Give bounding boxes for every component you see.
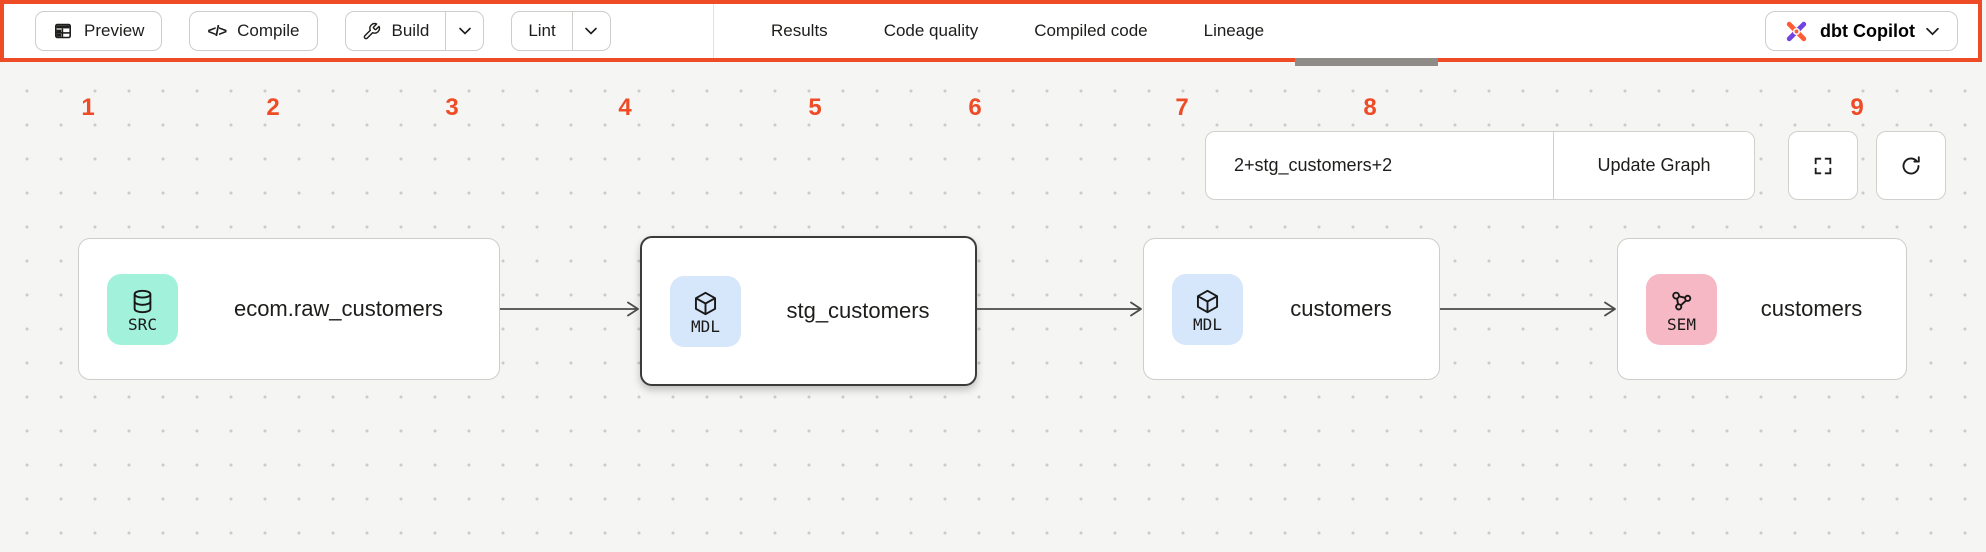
lint-dropdown-toggle[interactable] [571, 12, 610, 50]
compile-button[interactable]: </> Compile [189, 11, 318, 51]
wrench-icon [362, 22, 381, 41]
dbt-copilot-label: dbt Copilot [1820, 20, 1915, 41]
lint-button-label: Lint [528, 21, 556, 40]
ide-toolbar-annotation-box: Preview </> Compile Build [0, 0, 1982, 62]
edge-arrow-2 [977, 301, 1142, 317]
badge-label: SEM [1667, 314, 1696, 334]
chevron-down-icon [1926, 27, 1939, 36]
callout-3: 3 [445, 94, 459, 121]
build-button[interactable]: Build [346, 12, 446, 50]
badge-label: SRC [128, 314, 157, 334]
dbt-copilot-button[interactable]: dbt Copilot [1765, 11, 1958, 51]
tab-results[interactable]: Results [771, 21, 828, 40]
preview-button[interactable]: Preview [35, 11, 163, 51]
lineage-node-stg-customers-selected[interactable]: MDL stg_customers [640, 236, 977, 386]
callout-7: 7 [1175, 94, 1189, 121]
cube-icon [1194, 288, 1221, 315]
lint-split-button: Lint [511, 11, 611, 51]
badge-label: MDL [1193, 314, 1222, 334]
model-badge: MDL [670, 275, 741, 347]
chevron-down-icon [459, 27, 471, 35]
tab-lineage[interactable]: Lineage [1203, 21, 1265, 40]
node-title: stg_customers [786, 298, 930, 323]
build-button-label: Build [391, 21, 430, 40]
update-graph-button[interactable]: Update Graph [1553, 132, 1754, 199]
fullscreen-button[interactable] [1788, 131, 1858, 200]
edge-arrow-3 [1440, 301, 1616, 317]
callout-1: 1 [81, 94, 95, 121]
callout-8: 8 [1363, 94, 1377, 121]
lineage-node-ecom-raw-customers[interactable]: SRC ecom.raw_customers [78, 238, 500, 380]
lineage-node-customers-model[interactable]: MDL customers [1143, 238, 1440, 380]
build-dropdown-toggle[interactable] [445, 12, 483, 50]
fullscreen-icon [1812, 155, 1834, 177]
build-split-button: Build [344, 11, 485, 51]
edge-arrow-1 [500, 301, 639, 317]
lineage-selector-group: Update Graph [1205, 131, 1755, 200]
callout-6: 6 [968, 94, 982, 121]
active-tab-indicator [1295, 58, 1438, 66]
result-panel-tabs: Results Code quality Compiled code Linea… [771, 4, 1264, 58]
compile-button-label: Compile [237, 21, 300, 40]
semantic-badge: SEM [1646, 273, 1717, 345]
badge-label: MDL [691, 316, 720, 336]
callout-5: 5 [808, 94, 822, 121]
node-title: customers [1290, 296, 1392, 321]
code-icon: </> [207, 22, 227, 40]
tab-compiled-code[interactable]: Compiled code [1034, 21, 1148, 40]
lineage-node-customers-semantic[interactable]: SEM customers [1617, 238, 1907, 380]
dbt-logo-icon [1784, 19, 1809, 44]
model-badge: MDL [1172, 273, 1243, 345]
table-icon [53, 21, 73, 41]
callout-4: 4 [618, 94, 632, 121]
callout-2: 2 [266, 94, 280, 121]
node-title: ecom.raw_customers [233, 296, 444, 321]
node-title: customers [1760, 296, 1863, 321]
cube-icon [692, 290, 719, 317]
semantic-icon [1668, 288, 1695, 315]
refresh-button[interactable] [1876, 131, 1946, 200]
source-badge: SRC [107, 273, 178, 345]
preview-button-label: Preview [84, 21, 145, 40]
toolbar-action-buttons: Preview </> Compile Build [35, 4, 611, 58]
refresh-icon [1899, 154, 1923, 178]
database-icon [129, 288, 156, 315]
chevron-down-icon [585, 27, 598, 35]
callout-9: 9 [1850, 94, 1864, 121]
tab-code-quality[interactable]: Code quality [883, 21, 979, 40]
lineage-selector-input[interactable] [1206, 132, 1553, 199]
lint-button[interactable]: Lint [512, 12, 571, 50]
toolbar-divider [713, 4, 714, 58]
